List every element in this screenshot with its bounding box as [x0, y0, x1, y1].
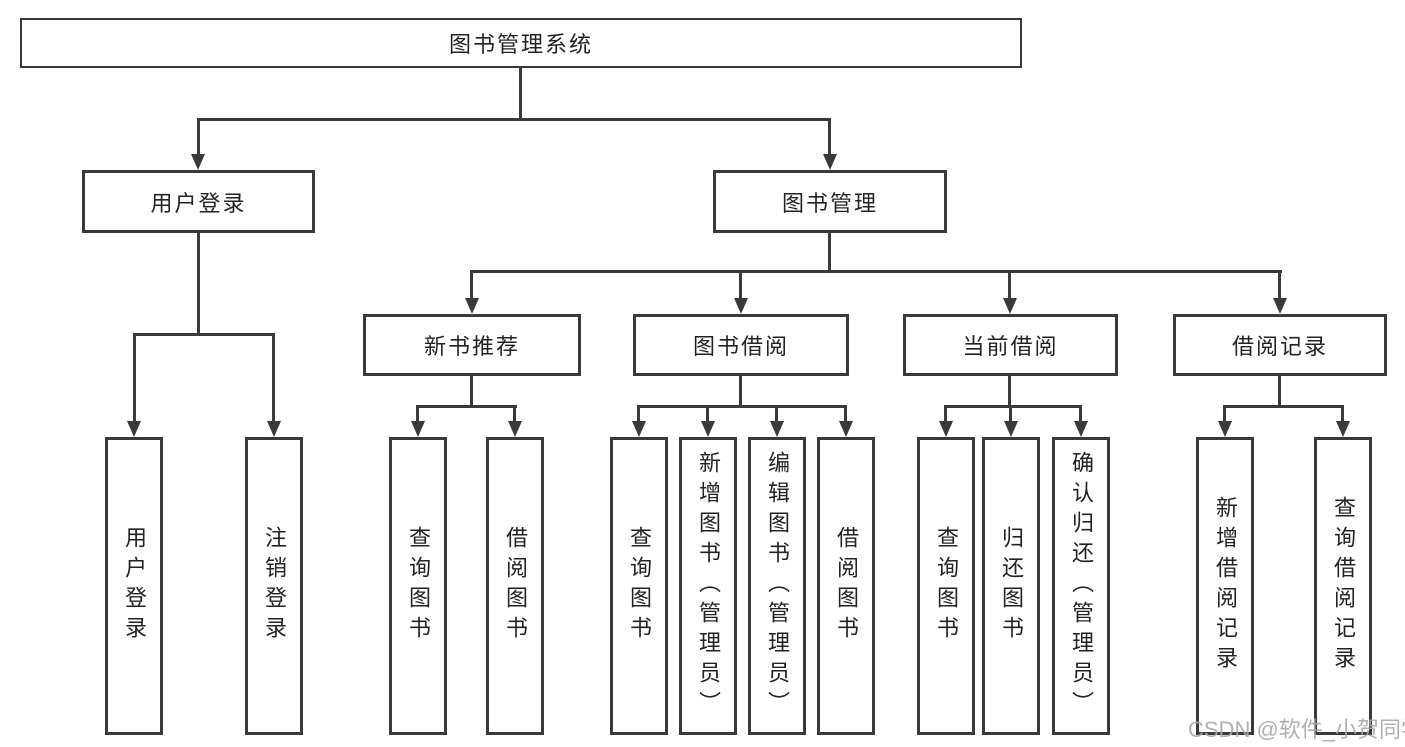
connector-drop-book-borrow	[739, 270, 742, 299]
node-root-label: 图书管理系统	[448, 32, 593, 57]
leaf-cb-return-books: 归还图书	[982, 437, 1040, 735]
connector-level3-rail	[470, 270, 1282, 273]
leaf-nbr-query-books-label: 查询图书	[406, 526, 431, 646]
connector-cb-rail	[944, 405, 1082, 408]
connector-drop-current-borrow	[1008, 270, 1011, 299]
arrowhead-bb-query	[632, 421, 646, 437]
node-book-borrow: 图书借阅	[633, 314, 849, 376]
arrowhead-cb-return	[1004, 421, 1018, 437]
connector-user-login-rail	[133, 333, 275, 336]
connector-nbr-stem	[470, 374, 473, 408]
leaf-cb-query-books-label: 查询图书	[934, 526, 959, 646]
connector-bb-rail	[637, 405, 846, 408]
connector-cb-stem	[1008, 374, 1011, 408]
leaf-cb-confirm-return-admin: 确认归还（管理员）	[1052, 437, 1110, 735]
connector-drop-leaf-user-login	[133, 333, 136, 422]
connector-drop-cb-return	[1009, 405, 1012, 422]
arrowhead-leaf-user-login	[127, 421, 141, 437]
leaf-cb-return-books-label: 归还图书	[999, 526, 1024, 646]
node-user-login: 用户登录	[82, 170, 315, 233]
node-user-login-label: 用户登录	[150, 190, 247, 216]
leaf-br-add-record-label: 新增借阅记录	[1213, 496, 1238, 676]
leaf-logout: 注销登录	[245, 437, 303, 735]
node-root: 图书管理系统	[20, 18, 1022, 68]
leaf-user-login: 用户登录	[105, 437, 163, 735]
connector-drop-bb-query	[637, 405, 640, 422]
arrowhead-cb-confirm	[1074, 421, 1088, 437]
arrowhead-borrow-records	[1273, 298, 1287, 314]
arrowhead-book-borrow	[734, 298, 748, 314]
connector-root-stem	[519, 67, 522, 120]
leaf-br-add-record: 新增借阅记录	[1196, 437, 1254, 735]
connector-drop-nbr-query	[416, 405, 419, 422]
arrowhead-user-login	[191, 154, 205, 170]
leaf-bb-query-books-label: 查询图书	[627, 526, 652, 646]
node-book-borrow-label: 图书借阅	[692, 334, 789, 359]
arrowhead-nbr-borrow	[508, 421, 522, 437]
node-book-management-label: 图书管理	[781, 190, 878, 216]
leaf-cb-query-books: 查询图书	[917, 437, 975, 735]
leaf-bb-add-books-admin: 新增图书（管理员）	[679, 437, 737, 735]
connector-drop-cb-query	[944, 405, 947, 422]
arrowhead-leaf-logout	[267, 421, 281, 437]
leaf-nbr-borrow-books: 借阅图书	[486, 437, 544, 735]
arrowhead-cb-query	[939, 421, 953, 437]
connector-nbr-rail	[416, 405, 517, 408]
leaf-nbr-borrow-books-label: 借阅图书	[503, 526, 528, 646]
node-new-book-recommend-label: 新书推荐	[423, 334, 520, 359]
node-current-borrow-label: 当前借阅	[962, 334, 1059, 359]
connector-drop-user-login	[197, 118, 200, 155]
connector-drop-br-query	[1341, 405, 1344, 422]
leaf-nbr-query-books: 查询图书	[389, 437, 447, 735]
leaf-logout-label: 注销登录	[262, 526, 287, 646]
arrowhead-bb-edit	[770, 421, 784, 437]
arrowhead-new-book-recommend	[465, 298, 479, 314]
arrowhead-nbr-query	[411, 421, 425, 437]
connector-drop-borrow-records	[1278, 270, 1281, 299]
node-book-management: 图书管理	[713, 170, 947, 233]
connector-br-stem	[1278, 374, 1281, 408]
connector-br-rail	[1223, 405, 1344, 408]
arrowhead-book-management	[823, 154, 837, 170]
leaf-br-query-record-label: 查询借阅记录	[1331, 496, 1356, 676]
connector-user-login-stem	[197, 231, 200, 334]
connector-drop-bb-edit	[775, 405, 778, 422]
leaf-bb-borrow-books-label: 借阅图书	[834, 526, 859, 646]
connector-drop-new-book-recommend	[470, 270, 473, 299]
leaf-bb-borrow-books: 借阅图书	[817, 437, 875, 735]
leaf-br-query-record: 查询借阅记录	[1314, 437, 1372, 735]
connector-drop-nbr-borrow	[513, 405, 516, 422]
node-current-borrow: 当前借阅	[903, 314, 1118, 376]
node-new-book-recommend: 新书推荐	[363, 314, 581, 376]
leaf-cb-confirm-return-admin-label: 确认归还（管理员）	[1069, 451, 1094, 721]
leaf-bb-query-books: 查询图书	[610, 437, 668, 735]
leaf-user-login-label: 用户登录	[122, 526, 147, 646]
connector-drop-leaf-logout	[272, 333, 275, 422]
connector-drop-bb-add	[706, 405, 709, 422]
connector-book-management-stem	[828, 232, 831, 273]
leaf-bb-edit-books-admin-label: 编辑图书（管理员）	[765, 451, 790, 721]
node-borrow-records: 借阅记录	[1173, 314, 1387, 376]
arrowhead-br-add	[1218, 421, 1232, 437]
connector-bb-stem	[739, 374, 742, 408]
arrowhead-bb-add	[701, 421, 715, 437]
arrowhead-current-borrow	[1003, 298, 1017, 314]
watermark: CSDN @软件_小贺同学	[1188, 717, 1405, 742]
arrowhead-br-query	[1336, 421, 1350, 437]
leaf-bb-add-books-admin-label: 新增图书（管理员）	[696, 451, 721, 721]
leaf-bb-edit-books-admin: 编辑图书（管理员）	[748, 437, 806, 735]
node-borrow-records-label: 借阅记录	[1231, 334, 1328, 359]
connector-drop-bb-borrow	[844, 405, 847, 422]
connector-level2-rail	[197, 118, 831, 121]
connector-drop-cb-confirm	[1079, 405, 1082, 422]
connector-drop-br-add	[1223, 405, 1226, 422]
arrowhead-bb-borrow	[839, 421, 853, 437]
connector-drop-book-management	[828, 118, 831, 155]
